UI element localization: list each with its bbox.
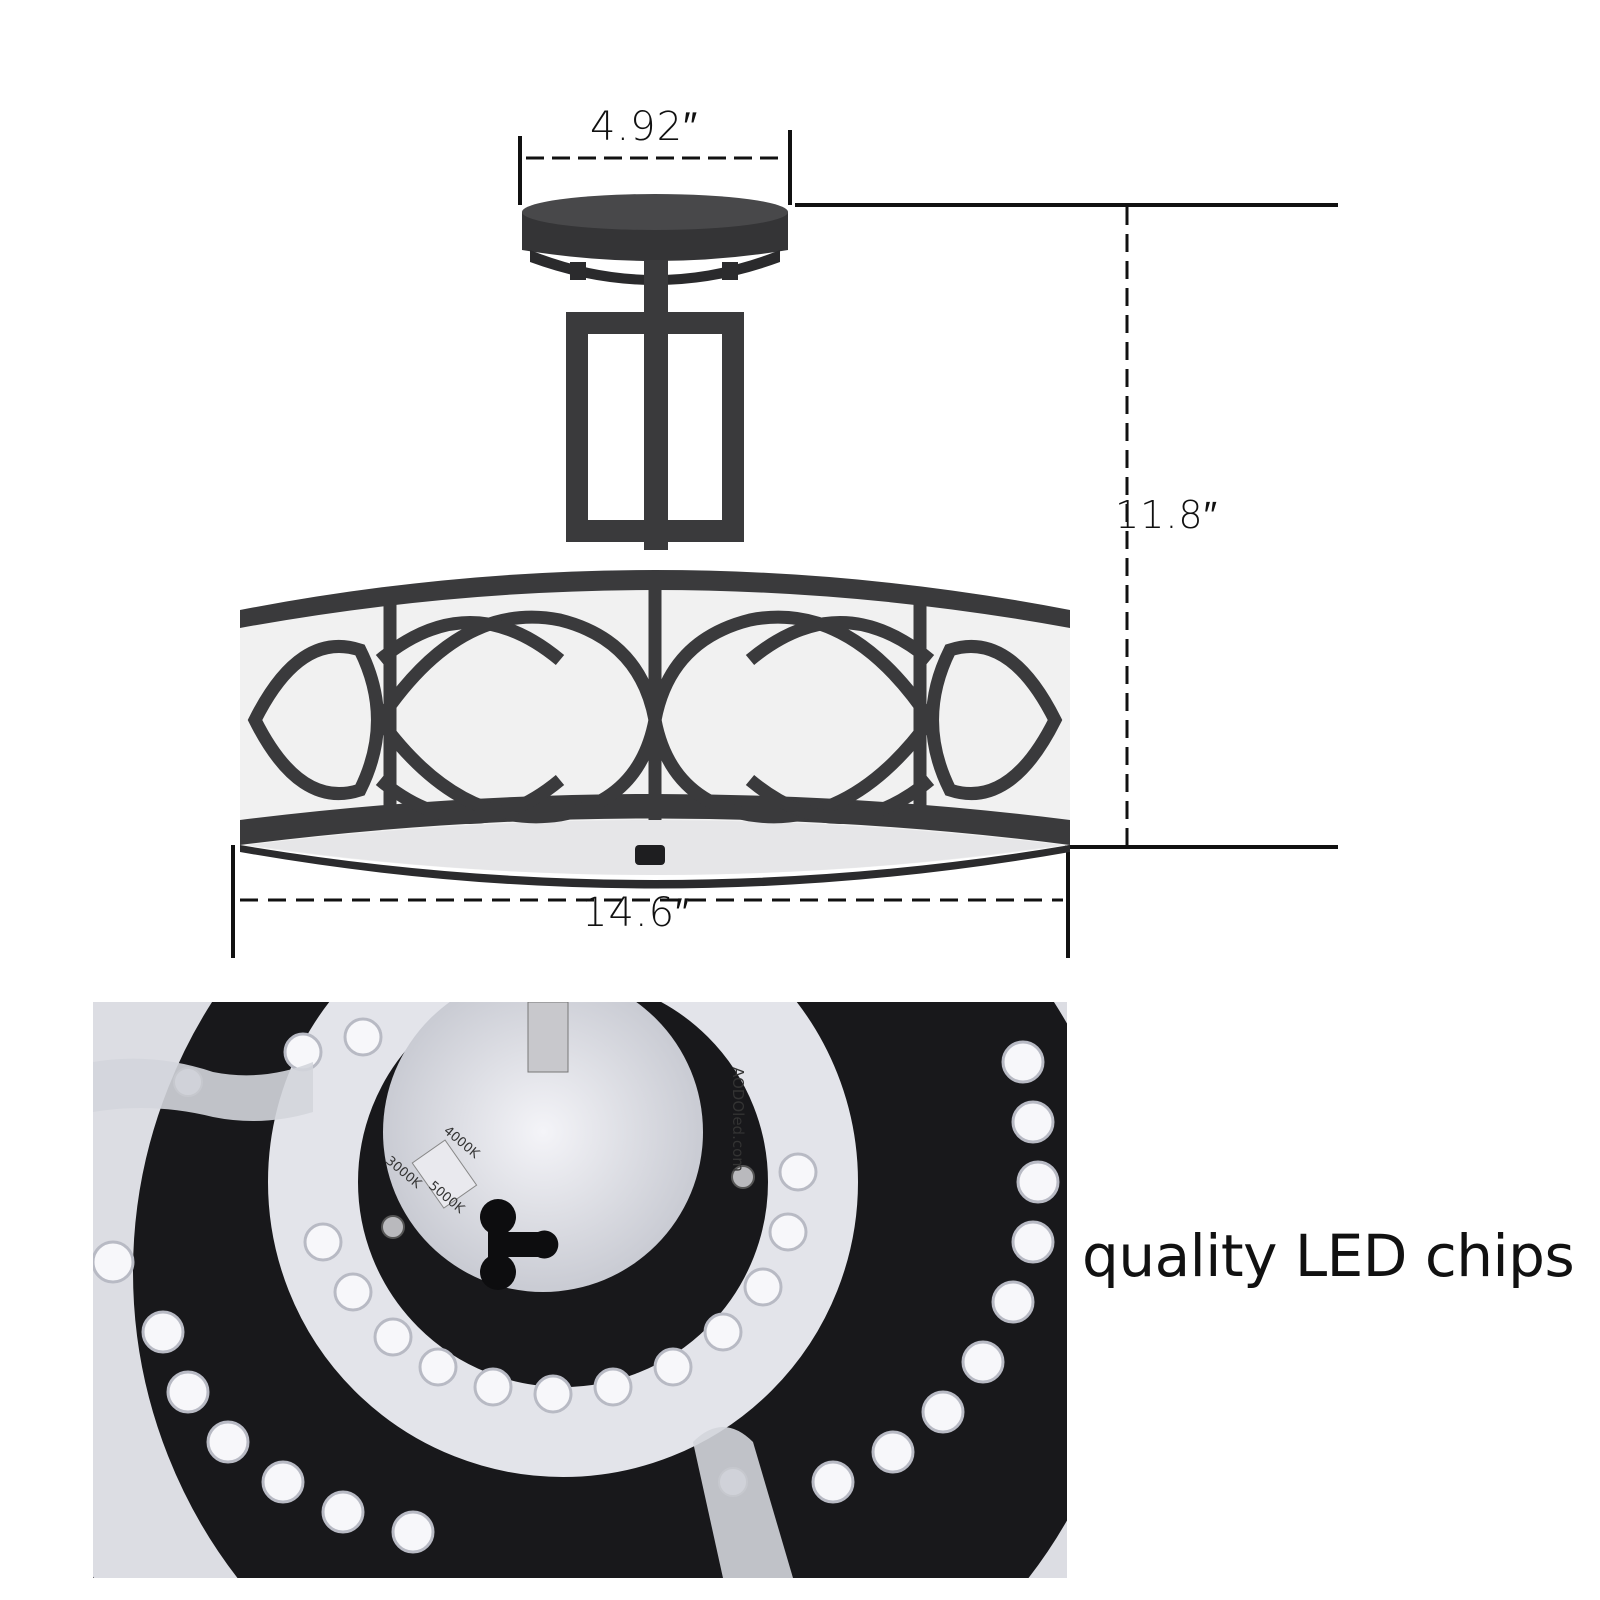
canopy-icon [522,194,788,285]
canopy-width-label: 4.92″ [590,104,699,150]
driver-cover [383,1002,703,1292]
canopy-width-dimension [518,130,792,205]
shade-diameter-label: 14.6″ [582,890,691,936]
feature-caption: quality LED chips [1082,1222,1575,1290]
shade-width-dimension [231,845,1070,958]
rod-frame-icon [566,260,744,550]
height-dimension [795,203,1338,849]
brand-text: AODOled.com [729,1067,747,1172]
led-module-photo: 3000K 4000K 5000K AODOled.com [93,1002,1067,1578]
lamp-dimension-diagram [231,130,1338,958]
overall-height-label: 11.8″ [1115,493,1219,537]
drum-shade-icon [240,570,1070,889]
